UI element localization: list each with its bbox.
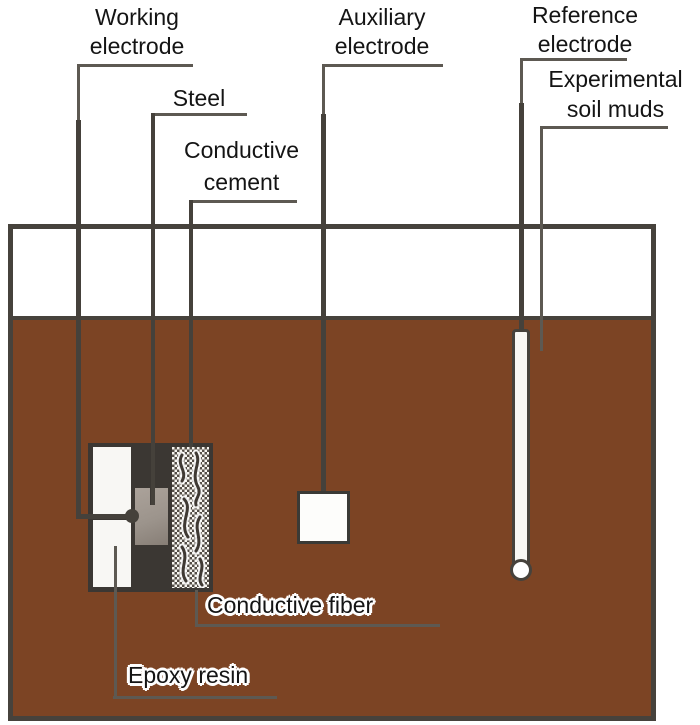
leader-fiber-underline [195,624,440,627]
working-electrode-wire-horizontal [76,514,135,519]
working-electrode-contact-dot [125,509,139,523]
label-epoxy-resin-text: Epoxy resin [128,662,249,688]
reference-electrode-tip [510,559,532,581]
label-auxiliary-electrode-line2: electrode [334,33,430,59]
leader-fiber-vertical [195,590,198,627]
label-steel-text: Steel [172,85,226,111]
leader-cement-underline [189,200,297,203]
label-conductive-cement-line1: Conductive [183,137,300,163]
label-reference-electrode-line1: Reference [531,2,639,28]
conductive-fiber-strands [176,449,206,588]
leader-reference-vertical [520,58,523,106]
label-experimental-soil-muds: Experimental soil muds [533,64,698,124]
leader-reference-underline [520,58,627,61]
label-auxiliary-electrode: Auxiliary electrode [312,3,452,61]
leader-steel-underline [151,113,247,116]
label-conductive-cement-line2: cement [203,169,280,195]
leader-cement-vertical [189,200,193,447]
leader-auxiliary-vertical [322,64,325,118]
leader-soil-muds-vertical [540,126,543,351]
label-auxiliary-electrode-line1: Auxiliary [338,4,426,30]
epoxy-resin-block-upper [93,447,131,514]
label-working-electrode-line2: electrode [89,33,185,59]
leader-working-underline [77,64,193,67]
leader-steel-vertical [151,113,155,505]
label-epoxy-resin: Epoxy resin [128,662,248,689]
label-conductive-fiber-text: Conductive fiber [207,592,374,618]
label-working-electrode-line1: Working [95,4,179,30]
auxiliary-electrode-plate [297,491,350,544]
working-electrode-wire [76,120,81,519]
auxiliary-electrode-wire [321,114,326,491]
leader-soil-muds-underline [540,126,668,129]
label-reference-electrode: Reference electrode [515,1,655,59]
reference-electrode-rod [512,329,530,565]
label-conductive-fiber: Conductive fiber [207,592,373,619]
leader-epoxy-underline [113,696,277,699]
label-experimental-soil-muds-line1: Experimental [548,66,683,92]
epoxy-resin-block-lower [93,520,131,587]
leader-auxiliary-underline [322,64,443,67]
conductive-cement-block [172,447,209,588]
label-experimental-soil-muds-line2: soil muds [566,96,665,122]
label-working-electrode: Working electrode [67,3,207,61]
label-reference-electrode-line2: electrode [537,31,633,57]
leader-epoxy-vertical [114,546,117,699]
label-conductive-cement: Conductive cement [174,134,309,198]
reference-electrode-wire [519,103,524,332]
leader-working-vertical [77,64,80,122]
label-steel: Steel [151,84,247,113]
